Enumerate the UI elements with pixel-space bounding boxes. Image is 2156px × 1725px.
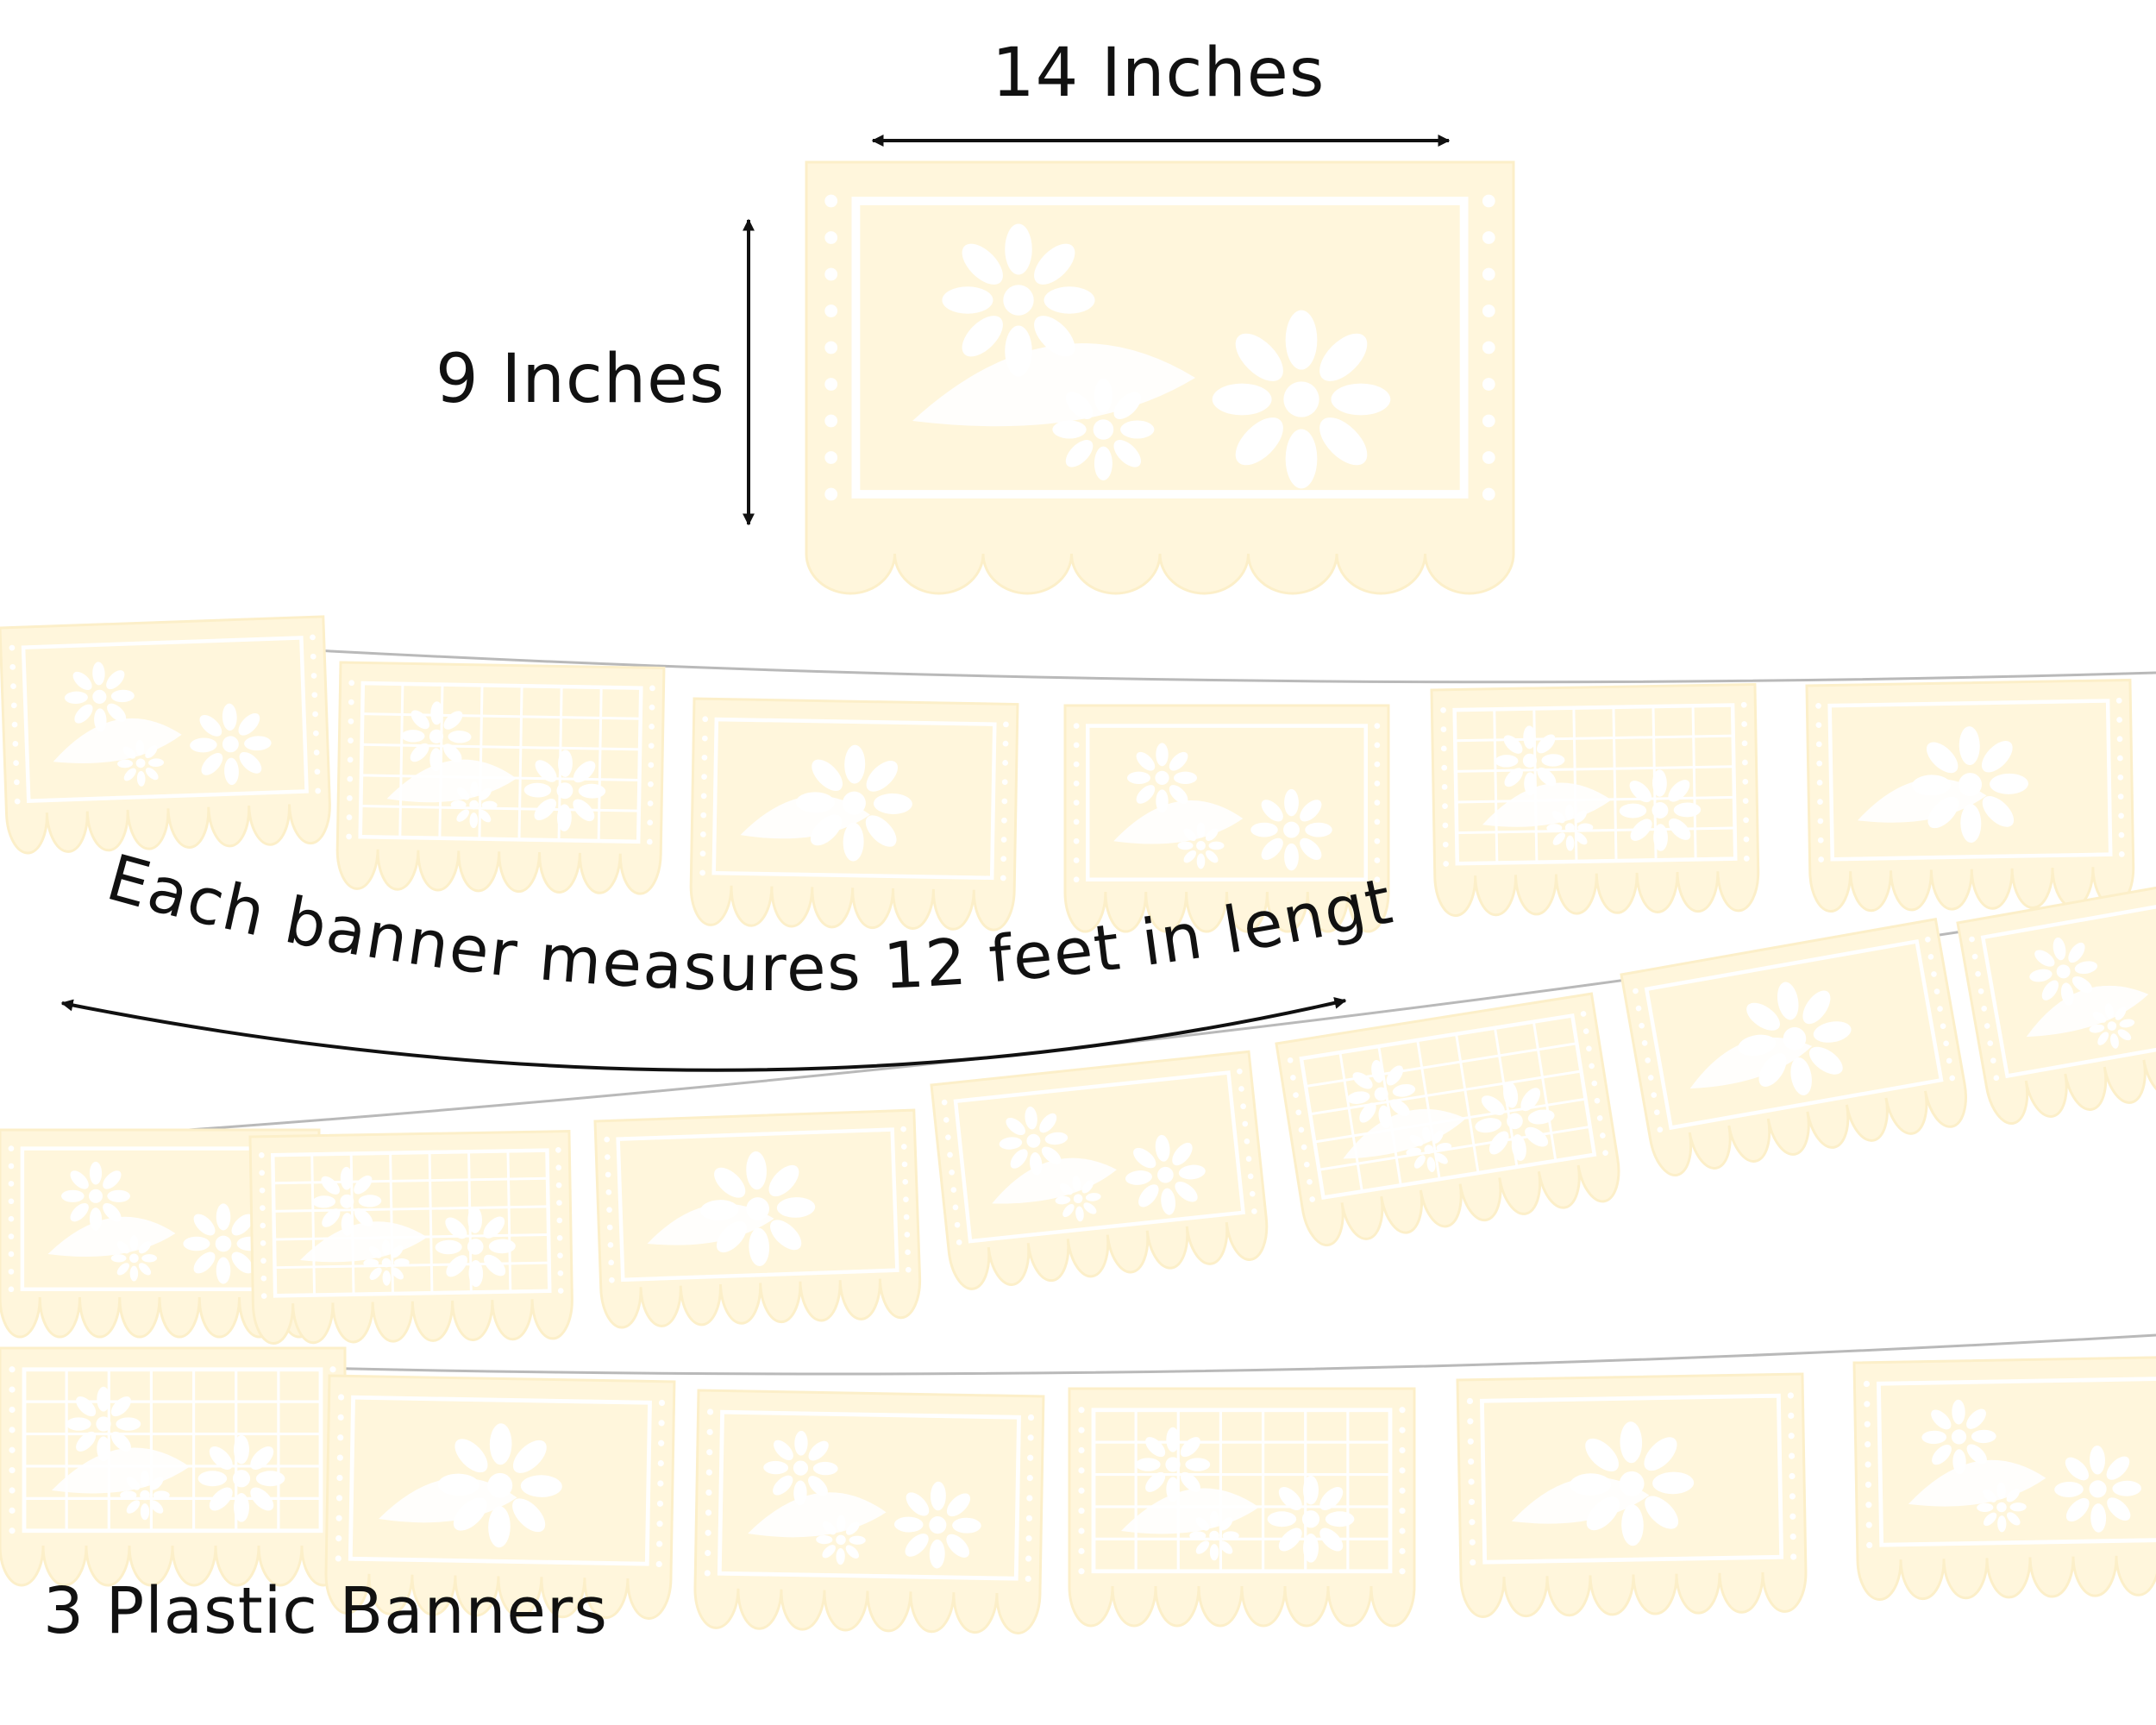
papel-picado-flag (1275, 992, 1620, 1247)
height-label: 9 Inches (436, 341, 725, 418)
papel-picado-flag (1805, 678, 2135, 913)
width-label: 14 Inches (992, 34, 1326, 112)
papel-picado-flag (1068, 1387, 1416, 1628)
single-flag (805, 160, 1515, 595)
papel-picado-flag (1852, 1355, 2156, 1602)
papel-picado-flag (805, 160, 1515, 595)
papel-picado-flag (335, 661, 666, 895)
papel-picado-flag (1456, 1372, 1808, 1619)
papel-picado-flag (0, 1346, 347, 1587)
papel-picado-flag (689, 697, 1019, 932)
papel-picado-flag (0, 615, 331, 855)
papel-picado-flag (693, 1389, 1045, 1634)
banner-string (0, 630, 2156, 684)
papel-picado-flag (930, 1050, 1269, 1290)
papel-picado-flag (248, 1130, 573, 1346)
papel-picado-flag (1620, 918, 1967, 1176)
papel-picado-flag (1956, 866, 2156, 1125)
papel-picado-flag (1063, 704, 1390, 933)
banner-flags (0, 615, 2156, 1634)
papel-picado-flag (324, 1374, 676, 1620)
length-dimension-arrow (60, 996, 1347, 1072)
papel-picado-flag (593, 1108, 922, 1329)
count-label: 3 Plastic Banners (43, 1574, 608, 1648)
papel-picado-flag (1430, 682, 1760, 918)
